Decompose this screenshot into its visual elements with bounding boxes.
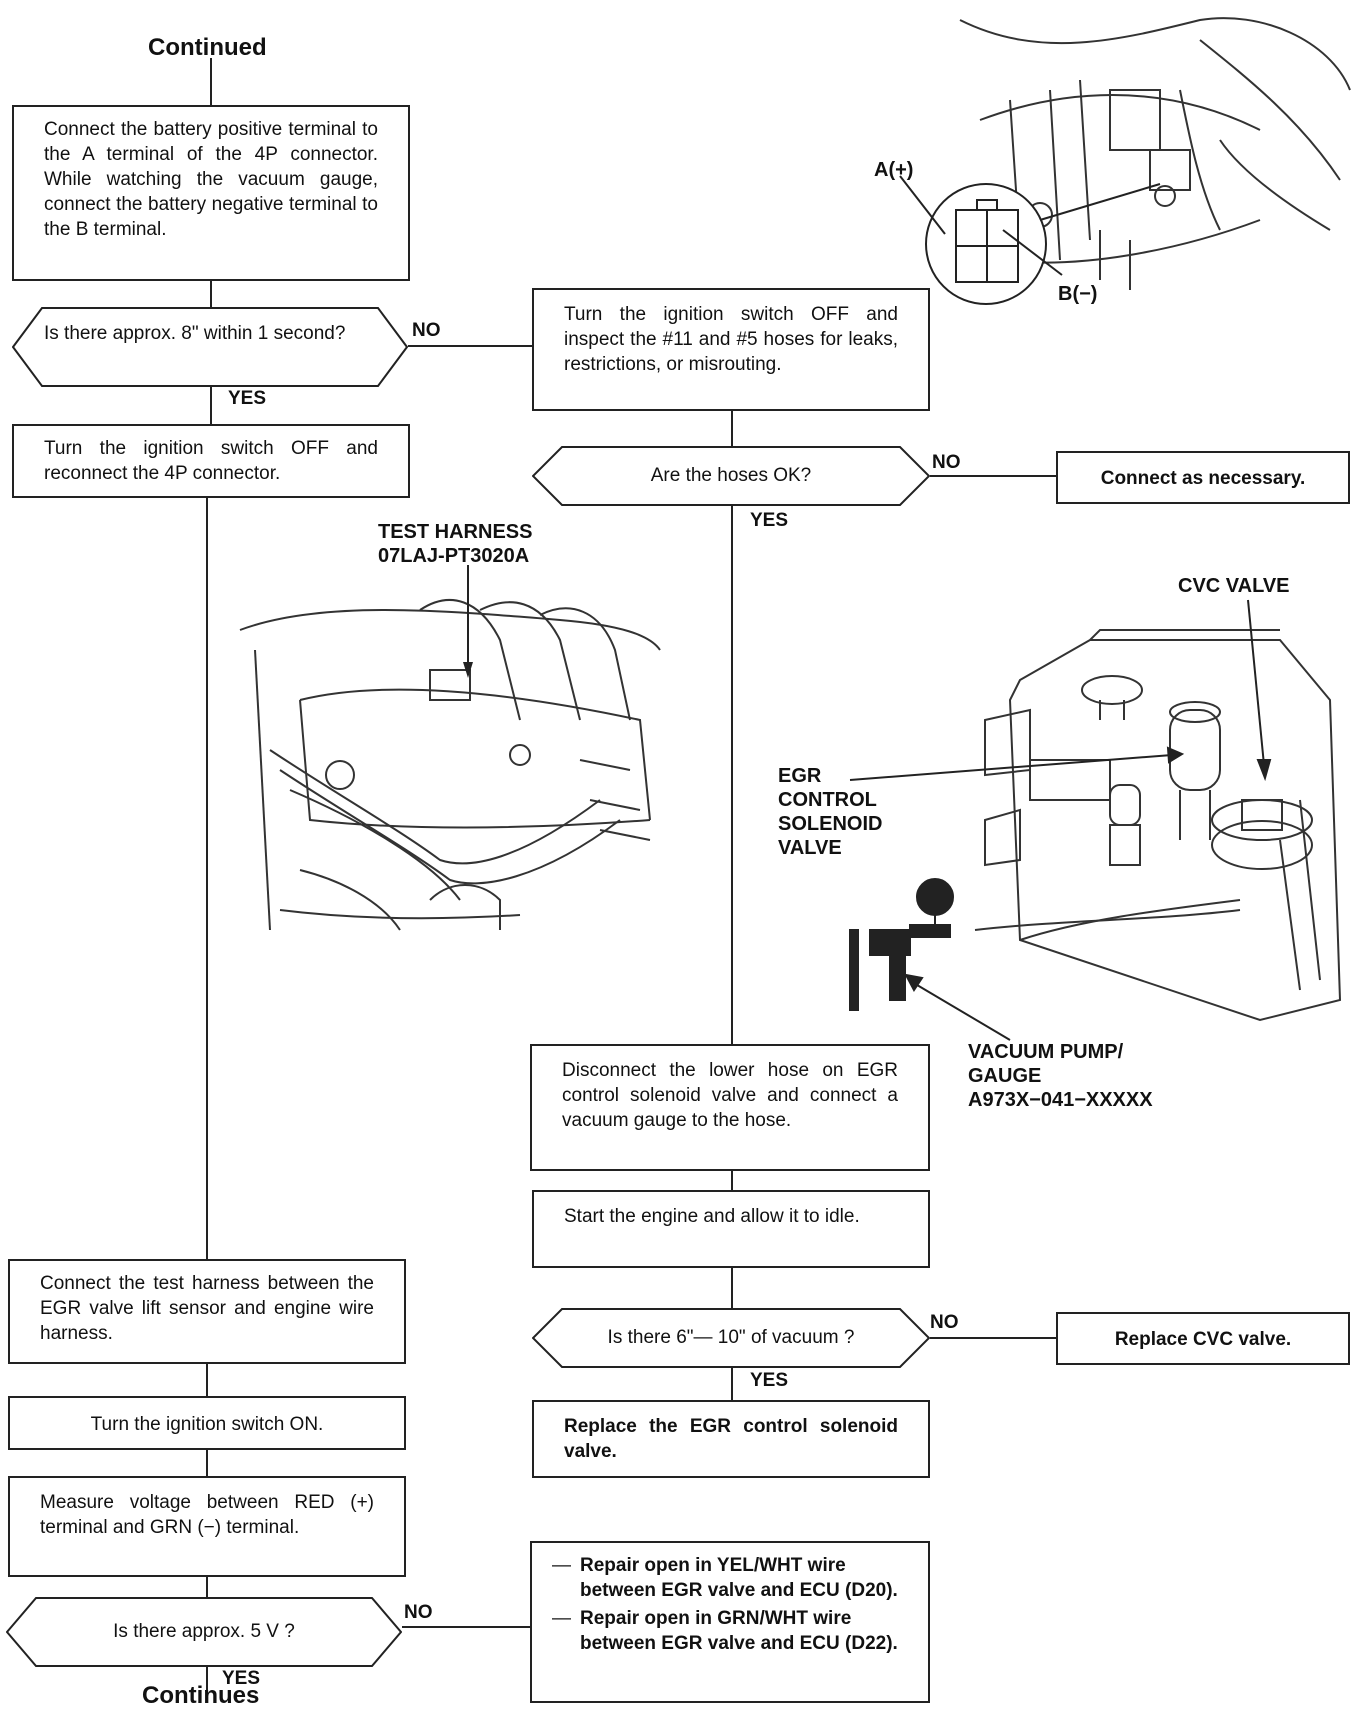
no-label-hoses: NO [932,452,961,473]
connect-necessary-step: Connect as necessary. [1056,451,1350,504]
turn-off-reconnect-step: Turn the ignition switch OFF and reconne… [12,424,410,498]
yes-label-6-10: YES [750,1370,789,1391]
no-label-5v: NO [404,1602,433,1623]
4p-connector-icon [899,175,1161,305]
test-harness-illustration [239,599,661,931]
no-label-6-10: NO [930,1312,959,1333]
decision-8in-vacuum: Is there approx. 8" within 1 second? [12,307,408,387]
ignition-on-step: Turn the ignition switch ON. [8,1396,406,1450]
egr-label-line1: EGR [778,765,822,787]
a-plus-terminal-label: A(+) [874,159,914,181]
vacuum-label-line1: VACUUM PUMP/ [968,1041,1124,1063]
decision-6-10-text: Is there 6"— 10" of vacuum ? [607,1327,855,1348]
connect-harness-step: Connect the test harness between the EGR… [8,1259,406,1364]
decision-hoses-ok: Are the hoses OK? [532,446,930,506]
cvc-valve-label: CVC VALVE [1178,575,1290,597]
cvc-valve-illustration [974,629,1342,1022]
decision-5v-text: Is there approx. 5 V ? [113,1621,295,1642]
start-engine-step: Start the engine and allow it to idle. [532,1190,930,1268]
test-harness-label: TEST HARNESS 07LAJ-PT3020A [378,520,532,568]
decision-8in-text: Is there approx. 8" within 1 second? [44,323,346,344]
egr-label-line4: VALVE [778,837,842,859]
repair-item-grn-wht: Repair open in GRN/WHT wire between EGR … [552,1606,908,1656]
measure-voltage-step: Measure voltage between RED (+) terminal… [8,1476,406,1577]
decision-6-10-vacuum: Is there 6"— 10" of vacuum ? [532,1308,930,1368]
repair-item-yel-wht: Repair open in YEL/WHT wire between EGR … [552,1553,908,1603]
egr-label-line2: CONTROL [778,789,877,811]
bottom-title: Continues [142,1682,260,1709]
replace-egr-step: Replace the EGR control solenoid valve. [532,1400,930,1478]
test-harness-name: TEST HARNESS [378,521,533,543]
repair-open-step: Repair open in YEL/WHT wire between EGR … [530,1541,930,1703]
yes-label-5v: YES [222,1668,261,1689]
decision-hoses-text: Are the hoses OK? [650,465,812,486]
vacuum-gauge-illustration [849,878,954,1011]
vacuum-label-line3: A973X−041−XXXXX [968,1089,1153,1111]
yes-label-hoses: YES [750,510,789,531]
egr-label-line3: SOLENOID [778,813,883,835]
decision-5v: Is there approx. 5 V ? [6,1597,402,1667]
b-minus-terminal-label: B(−) [1058,283,1098,305]
test-harness-part: 07LAJ-PT3020A [378,545,530,567]
no-label-8in: NO [412,320,441,341]
egr-solenoid-label: EGR CONTROL SOLENOID VALVE [778,764,882,860]
connect-battery-step: Connect the battery positive terminal to… [12,105,410,281]
disconnect-hose-step: Disconnect the lower hose on EGR control… [530,1044,930,1171]
vacuum-pump-label: VACUUM PUMP/ GAUGE A973X−041−XXXXX [968,1040,1153,1112]
replace-cvc-step: Replace CVC valve. [1056,1312,1350,1365]
yes-label-8in: YES [228,388,267,409]
vacuum-label-line2: GAUGE [968,1065,1042,1087]
inspect-hoses-step: Turn the ignition switch OFF and inspect… [532,288,930,411]
top-title: Continued [148,34,267,61]
